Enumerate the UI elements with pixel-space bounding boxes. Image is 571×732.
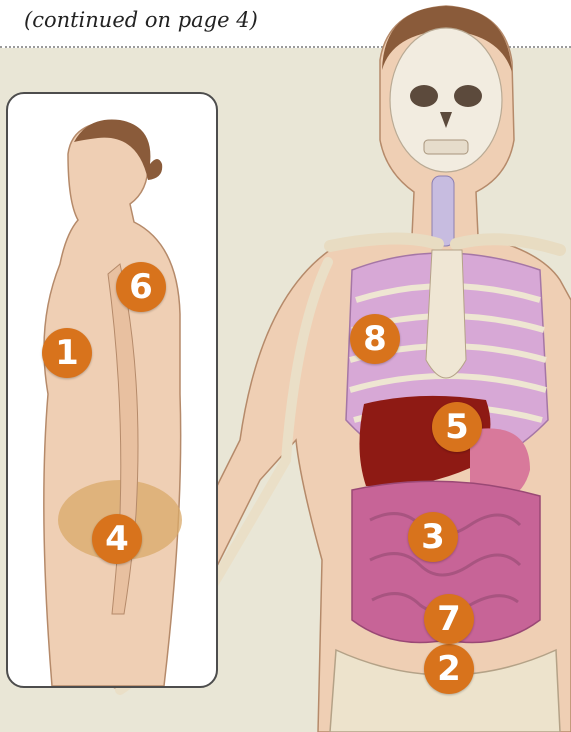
side-view-illustration xyxy=(8,94,216,686)
trachea xyxy=(432,176,454,246)
marker-6: 6 xyxy=(116,262,166,312)
marker-2: 2 xyxy=(424,644,474,694)
marker-8: 8 xyxy=(350,314,400,364)
teeth xyxy=(424,140,468,154)
side-body xyxy=(44,122,181,686)
eye-socket-right xyxy=(454,85,482,107)
marker-3: 3 xyxy=(408,512,458,562)
side-view-panel xyxy=(6,92,218,688)
marker-7: 7 xyxy=(424,594,474,644)
marker-4: 4 xyxy=(92,514,142,564)
marker-1: 1 xyxy=(42,328,92,378)
marker-5: 5 xyxy=(432,402,482,452)
sternum xyxy=(426,250,466,378)
eye-socket-left xyxy=(410,85,438,107)
